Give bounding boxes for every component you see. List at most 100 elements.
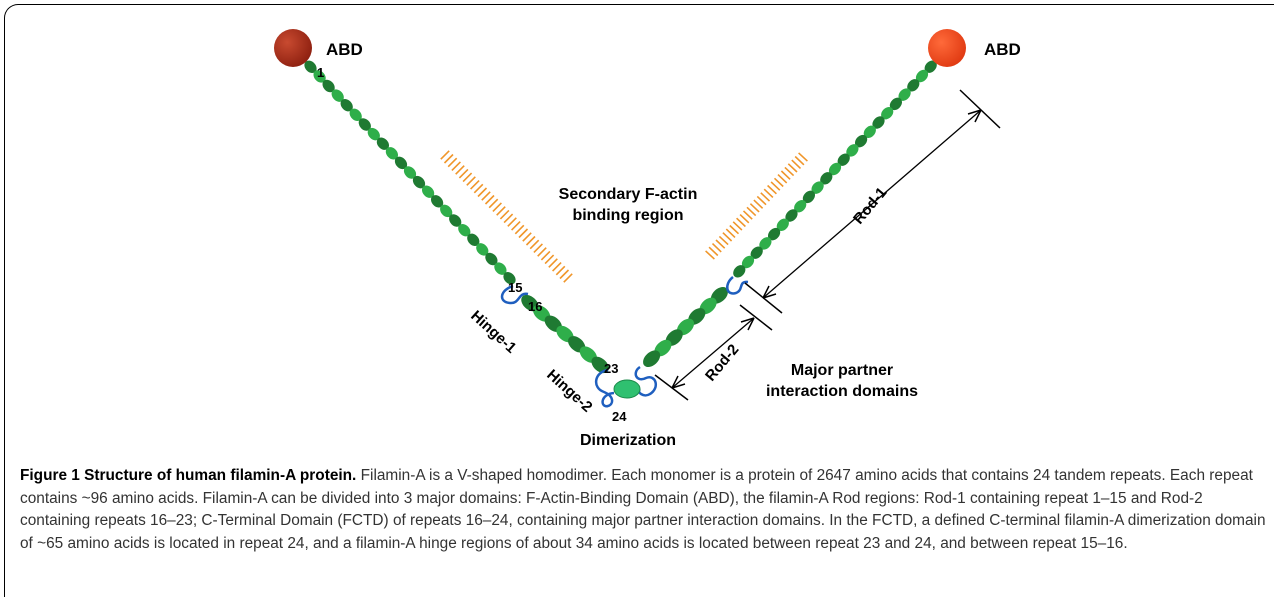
hatch-stripe xyxy=(770,181,781,191)
abd-left-circle xyxy=(274,29,312,67)
hatch-stripe xyxy=(447,157,458,168)
repeat-bead xyxy=(863,125,876,139)
abd-right-circle xyxy=(928,29,966,67)
hatch-stripe xyxy=(715,239,726,249)
hatch-stripe xyxy=(544,254,555,265)
hatch-stripe xyxy=(470,180,480,190)
hatch-stripe xyxy=(784,166,795,177)
repeat-bead xyxy=(304,60,317,74)
hatch-stripe xyxy=(742,210,753,220)
actin-binding-hatch-right xyxy=(705,152,808,260)
hatch-stripe xyxy=(794,155,805,166)
abd-left-label: ABD xyxy=(326,40,363,59)
hatch-stripe xyxy=(492,202,502,212)
hatch-stripe xyxy=(791,159,802,169)
hatch-stripe xyxy=(722,232,733,242)
repeat-bead xyxy=(412,175,426,189)
repeat-bead xyxy=(385,147,399,160)
hatch-stripe xyxy=(443,153,454,164)
major-partner-label-line2: interaction domains xyxy=(766,383,918,400)
repeat-bead xyxy=(881,106,894,120)
hatch-stripe xyxy=(705,250,715,260)
major-partner-label-line1: Major partner xyxy=(791,362,893,379)
hatch-stripe xyxy=(540,250,551,261)
repeat-bead xyxy=(828,162,842,176)
repeat-bead xyxy=(591,356,609,374)
hatch-stripe xyxy=(753,199,764,209)
repeat-bead xyxy=(759,237,772,250)
rod-2-tick-top xyxy=(739,304,773,331)
rod-2-arrow-line xyxy=(671,317,755,389)
repeat-bead xyxy=(898,88,911,101)
repeat-bead xyxy=(376,137,390,150)
dimerization-label: Dimerization xyxy=(580,432,676,449)
repeat-bead xyxy=(776,218,789,232)
repeat-bead xyxy=(924,60,937,73)
repeat-bead xyxy=(643,350,661,368)
repeat-bead xyxy=(449,214,462,227)
hatch-stripe xyxy=(514,224,525,235)
hatch-stripe xyxy=(462,172,473,183)
rod-2-label: Rod-2 xyxy=(702,341,742,384)
hatch-stripe xyxy=(725,228,736,238)
hatch-stripe xyxy=(780,170,791,180)
hatch-stripe xyxy=(481,191,491,201)
hatch-stripe xyxy=(484,194,495,205)
repeat-bead xyxy=(889,97,903,111)
hatch-stripe xyxy=(458,168,469,179)
hatch-stripe xyxy=(499,209,510,220)
hinge-2-left-loop xyxy=(595,368,615,408)
hatch-stripe xyxy=(763,188,774,198)
left-rod-1-repeats xyxy=(304,60,516,285)
hatch-stripe xyxy=(736,217,746,228)
repeat-24-label: 24 xyxy=(612,409,627,424)
rod-2-arrowhead-top xyxy=(740,317,755,331)
hatch-stripe xyxy=(533,243,543,253)
actin-binding-hatch-left xyxy=(440,150,573,283)
repeat-bead xyxy=(485,252,498,266)
hatch-stripe xyxy=(488,198,499,209)
hatch-stripe xyxy=(537,247,547,257)
repeat-bead xyxy=(767,227,781,241)
hatch-stripe xyxy=(749,203,760,213)
repeat-bead xyxy=(458,223,471,237)
hinge-1-right-loop xyxy=(726,276,749,295)
hatch-stripe xyxy=(760,192,771,202)
rod-1-label: Rod-1 xyxy=(850,184,890,227)
hatch-stripe xyxy=(548,258,558,268)
repeat-bead xyxy=(367,127,380,141)
hatch-stripe xyxy=(451,161,461,171)
repeat-bead xyxy=(467,233,480,247)
rod-2-arrowhead-bottom xyxy=(671,375,686,389)
repeat-bead xyxy=(503,271,516,285)
repeat-15-label: 15 xyxy=(508,280,522,295)
repeat-bead xyxy=(358,118,371,131)
figure-frame xyxy=(4,4,1274,597)
hatch-stripe xyxy=(511,221,521,231)
hatch-stripe xyxy=(563,273,573,283)
hatch-stripe xyxy=(559,269,570,280)
hatch-stripe xyxy=(756,195,767,206)
repeat-bead xyxy=(854,134,868,148)
rod-1-arrowhead-top xyxy=(967,109,982,123)
abd-right-label: ABD xyxy=(984,40,1021,59)
repeat-bead xyxy=(802,190,816,204)
hinge-1-label: Hinge-1 xyxy=(467,307,519,356)
hatch-stripe xyxy=(518,228,529,239)
hatch-stripe xyxy=(739,214,750,224)
rod-1-arrow-line xyxy=(762,109,982,299)
hatch-stripe xyxy=(555,265,566,276)
repeat-1-label: 1 xyxy=(317,65,324,80)
hatch-stripe xyxy=(440,150,450,160)
hatch-stripe xyxy=(496,206,506,216)
hatch-stripe xyxy=(746,206,757,217)
right-rod-2-repeats xyxy=(643,286,728,368)
hatch-stripe xyxy=(507,217,517,227)
hatch-stripe xyxy=(455,165,465,175)
rod-1-arrowhead-bottom xyxy=(762,285,777,299)
right-rod-1-repeats xyxy=(733,60,937,278)
hatch-stripe xyxy=(729,224,740,235)
figure-caption: Figure 1 Structure of human filamin-A pr… xyxy=(20,465,1270,555)
repeat-16-label: 16 xyxy=(528,299,542,314)
hatch-stripe xyxy=(466,176,476,186)
